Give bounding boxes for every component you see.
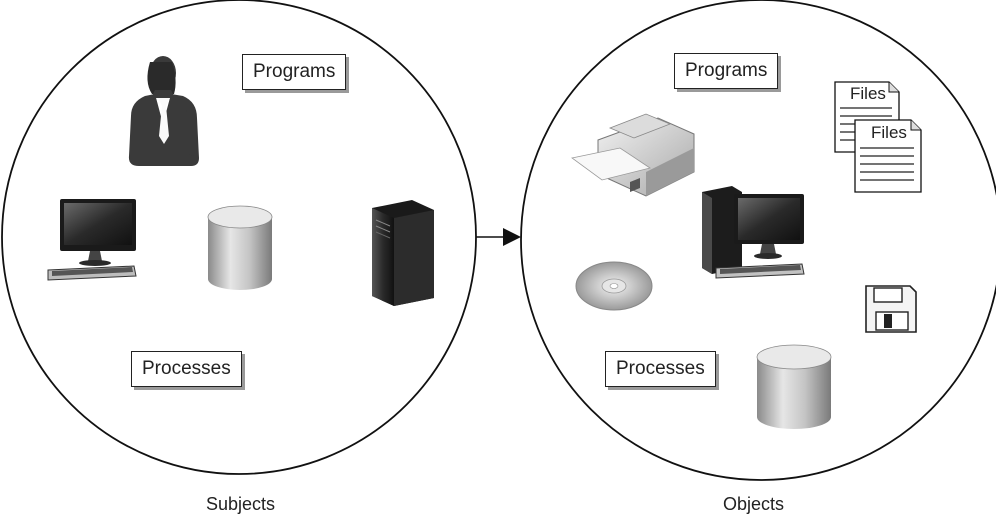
- subjects-caption: Subjects: [206, 494, 276, 514]
- tower-server-icon: [372, 200, 434, 306]
- objects-caption: Objects: [723, 494, 785, 514]
- cd-disc-icon: [575, 261, 653, 311]
- desktop-computer-icon: [47, 199, 137, 281]
- database-icon: [756, 344, 832, 429]
- subjects-programs-label: Programs: [242, 54, 347, 90]
- objects-processes-label: Processes: [605, 351, 716, 387]
- files-icon: Files Files: [834, 81, 922, 193]
- person-icon: [128, 56, 199, 166]
- floppy-disk-icon: [865, 285, 917, 333]
- subjects-processes-label: Processes: [131, 351, 242, 387]
- objects-programs-label: Programs: [674, 53, 779, 89]
- files-label-front: Files: [871, 123, 907, 142]
- printer-icon: [571, 113, 695, 197]
- computer-workstation-icon: [702, 186, 805, 279]
- files-label-back: Files: [850, 84, 886, 103]
- database-icon: [207, 205, 273, 290]
